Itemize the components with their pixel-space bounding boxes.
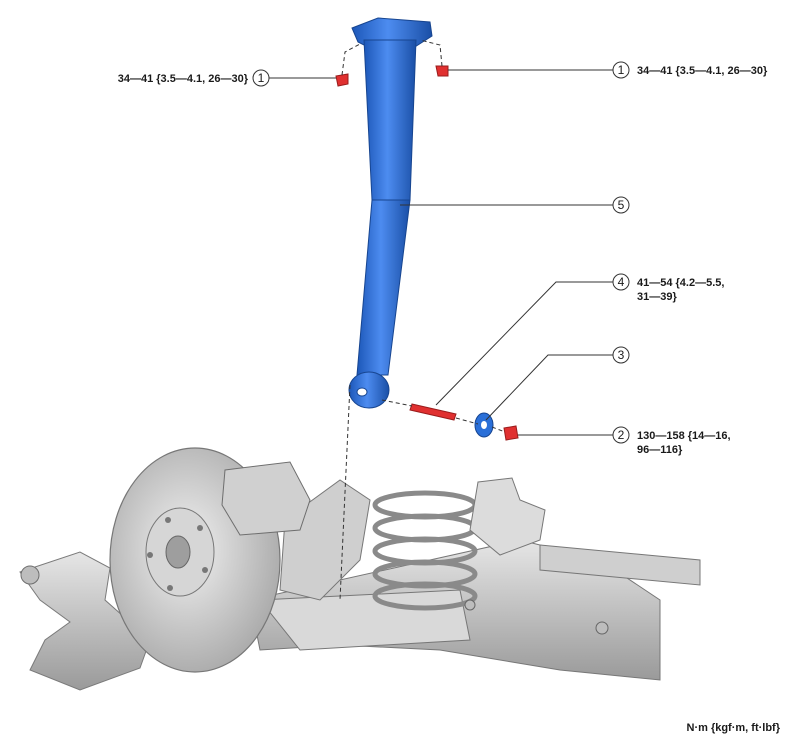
shock-lower-eye-hole (356, 387, 368, 397)
torque-spec: 34—41 {3.5—4.1, 26—30} (637, 65, 768, 77)
callout-1-right: 1 34—41 {3.5—4.1, 26—30} (612, 61, 768, 79)
wheel-stud (165, 517, 171, 523)
wheel-stud (167, 585, 173, 591)
callout-number: 5 (618, 198, 625, 212)
callout-4: 4 41—54 {4.2—5.5, 31—39} (612, 273, 724, 303)
callout-number: 1 (258, 71, 265, 85)
torque-spec-line1: 130—158 {14—16, (637, 430, 731, 442)
upper-nut-left (335, 73, 349, 87)
torque-spec-line2: 31—39} (637, 291, 677, 303)
callout-number: 2 (618, 428, 625, 442)
units-note: N·m {kgf·m, ft·lbf} (686, 722, 781, 734)
lower-arm (258, 589, 471, 651)
shock-dust-cover (363, 39, 417, 201)
torque-spec-line1: 41—54 {4.2—5.5, (637, 277, 724, 289)
leader-lines (269, 69, 613, 436)
lower-bolt (409, 403, 457, 421)
callout-2: 2 130—158 {14—16, 96—116} (612, 426, 731, 456)
callout-number: 4 (618, 275, 625, 289)
callout-number: 1 (618, 63, 625, 77)
callout-number: 3 (618, 348, 625, 362)
shock-cylinder (356, 199, 411, 376)
torque-spec: 34—41 {3.5—4.1, 26—30} (118, 73, 249, 85)
shock-lower-bracket (469, 477, 546, 556)
stabilizer-tube (539, 544, 701, 586)
wheel-stud (147, 552, 153, 558)
upper-nut-right (435, 65, 449, 77)
assembly-lines (339, 39, 506, 601)
washer (474, 412, 494, 438)
hub-center (165, 535, 191, 569)
arm-bushing (20, 565, 40, 585)
callout-5: 5 (612, 196, 630, 214)
torque-spec-line2: 96—116} (637, 444, 683, 456)
callout-1-left: 1 34—41 {3.5—4.1, 26—30} (118, 69, 270, 87)
shock-lower-eye (348, 371, 390, 409)
left-arm (19, 551, 151, 691)
callout-3: 3 (612, 346, 630, 364)
rear-suspension-assembly (19, 447, 701, 691)
bolt-head (464, 599, 476, 611)
bolt-head (595, 621, 609, 635)
lower-nut (503, 425, 519, 441)
wheel-stud (202, 567, 208, 573)
shock-absorber (348, 17, 433, 409)
wheel-stud (197, 525, 203, 531)
brake-caliper (221, 461, 311, 536)
